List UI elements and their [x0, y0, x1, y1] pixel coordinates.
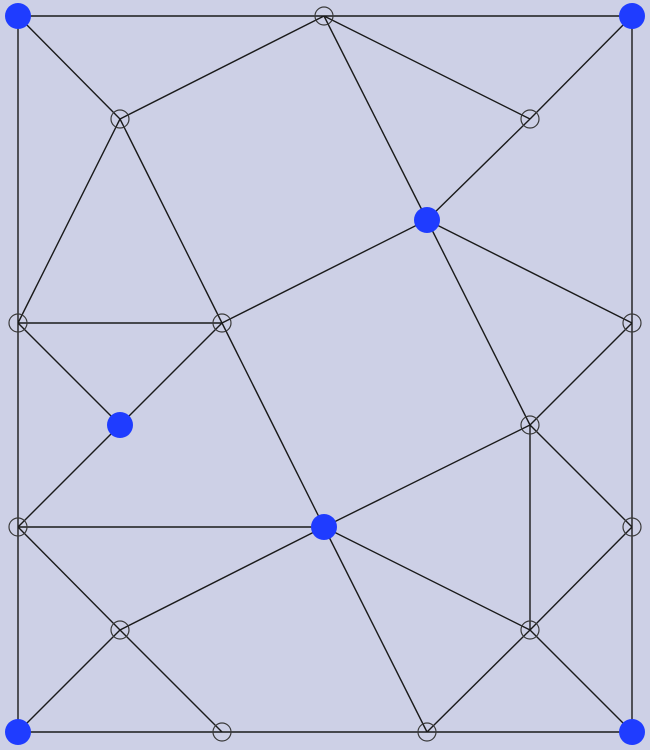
edge-n2-n5	[323, 15, 531, 120]
edge-n2-n4	[119, 15, 325, 120]
edge-layer	[17, 15, 633, 733]
edge-n9-n13	[221, 322, 325, 528]
edge-n11-n18	[17, 526, 121, 631]
edge-n6-n12	[426, 219, 633, 324]
edge-n18-n13	[119, 526, 325, 631]
open-node-n14	[520, 415, 540, 435]
filled-node-n10	[107, 412, 133, 438]
filled-node-n17	[5, 719, 31, 745]
filled-node-n6	[414, 207, 440, 233]
open-node-n4	[110, 109, 130, 129]
edge-n13-n15	[323, 526, 531, 631]
edge-n15-n16	[529, 526, 633, 631]
filled-node-n20	[619, 719, 645, 745]
open-node-n2	[314, 6, 334, 26]
open-node-n19	[212, 722, 232, 742]
filled-node-n3	[619, 3, 645, 29]
open-node-n15	[520, 620, 540, 640]
edge-n6-n9	[221, 219, 428, 324]
edge-n14-n16	[529, 424, 633, 528]
edge-n10-n11	[17, 424, 121, 528]
open-node-n18	[110, 620, 130, 640]
edge-n5-n6	[426, 118, 531, 221]
edge-n9-n10	[119, 322, 223, 426]
edge-n4-n9	[119, 118, 223, 324]
edge-n13-n7	[323, 526, 428, 733]
edge-n13-n14	[323, 424, 531, 528]
edge-n7-n15	[426, 629, 531, 733]
open-node-n5	[520, 109, 540, 129]
open-node-n11	[8, 517, 28, 537]
edge-n2-n6	[323, 15, 428, 221]
open-node-n8	[8, 313, 28, 333]
edge-n4-n8	[17, 118, 121, 324]
open-node-n16	[622, 517, 642, 537]
open-node-n9	[212, 313, 232, 333]
edge-n17-n18	[17, 629, 121, 733]
edge-n18-n19	[119, 629, 223, 733]
open-node-n12	[622, 313, 642, 333]
filled-node-n13	[311, 514, 337, 540]
edge-n3-n5	[529, 15, 633, 120]
edge-n1-n4	[17, 15, 121, 120]
edge-n6-n14	[426, 219, 531, 426]
node-layer	[5, 3, 645, 745]
edge-n8-n10	[17, 322, 121, 426]
edge-n15-n20	[529, 629, 633, 733]
edge-n12-n14	[529, 322, 633, 426]
filled-node-n1	[5, 3, 31, 29]
open-node-n7	[417, 722, 437, 742]
